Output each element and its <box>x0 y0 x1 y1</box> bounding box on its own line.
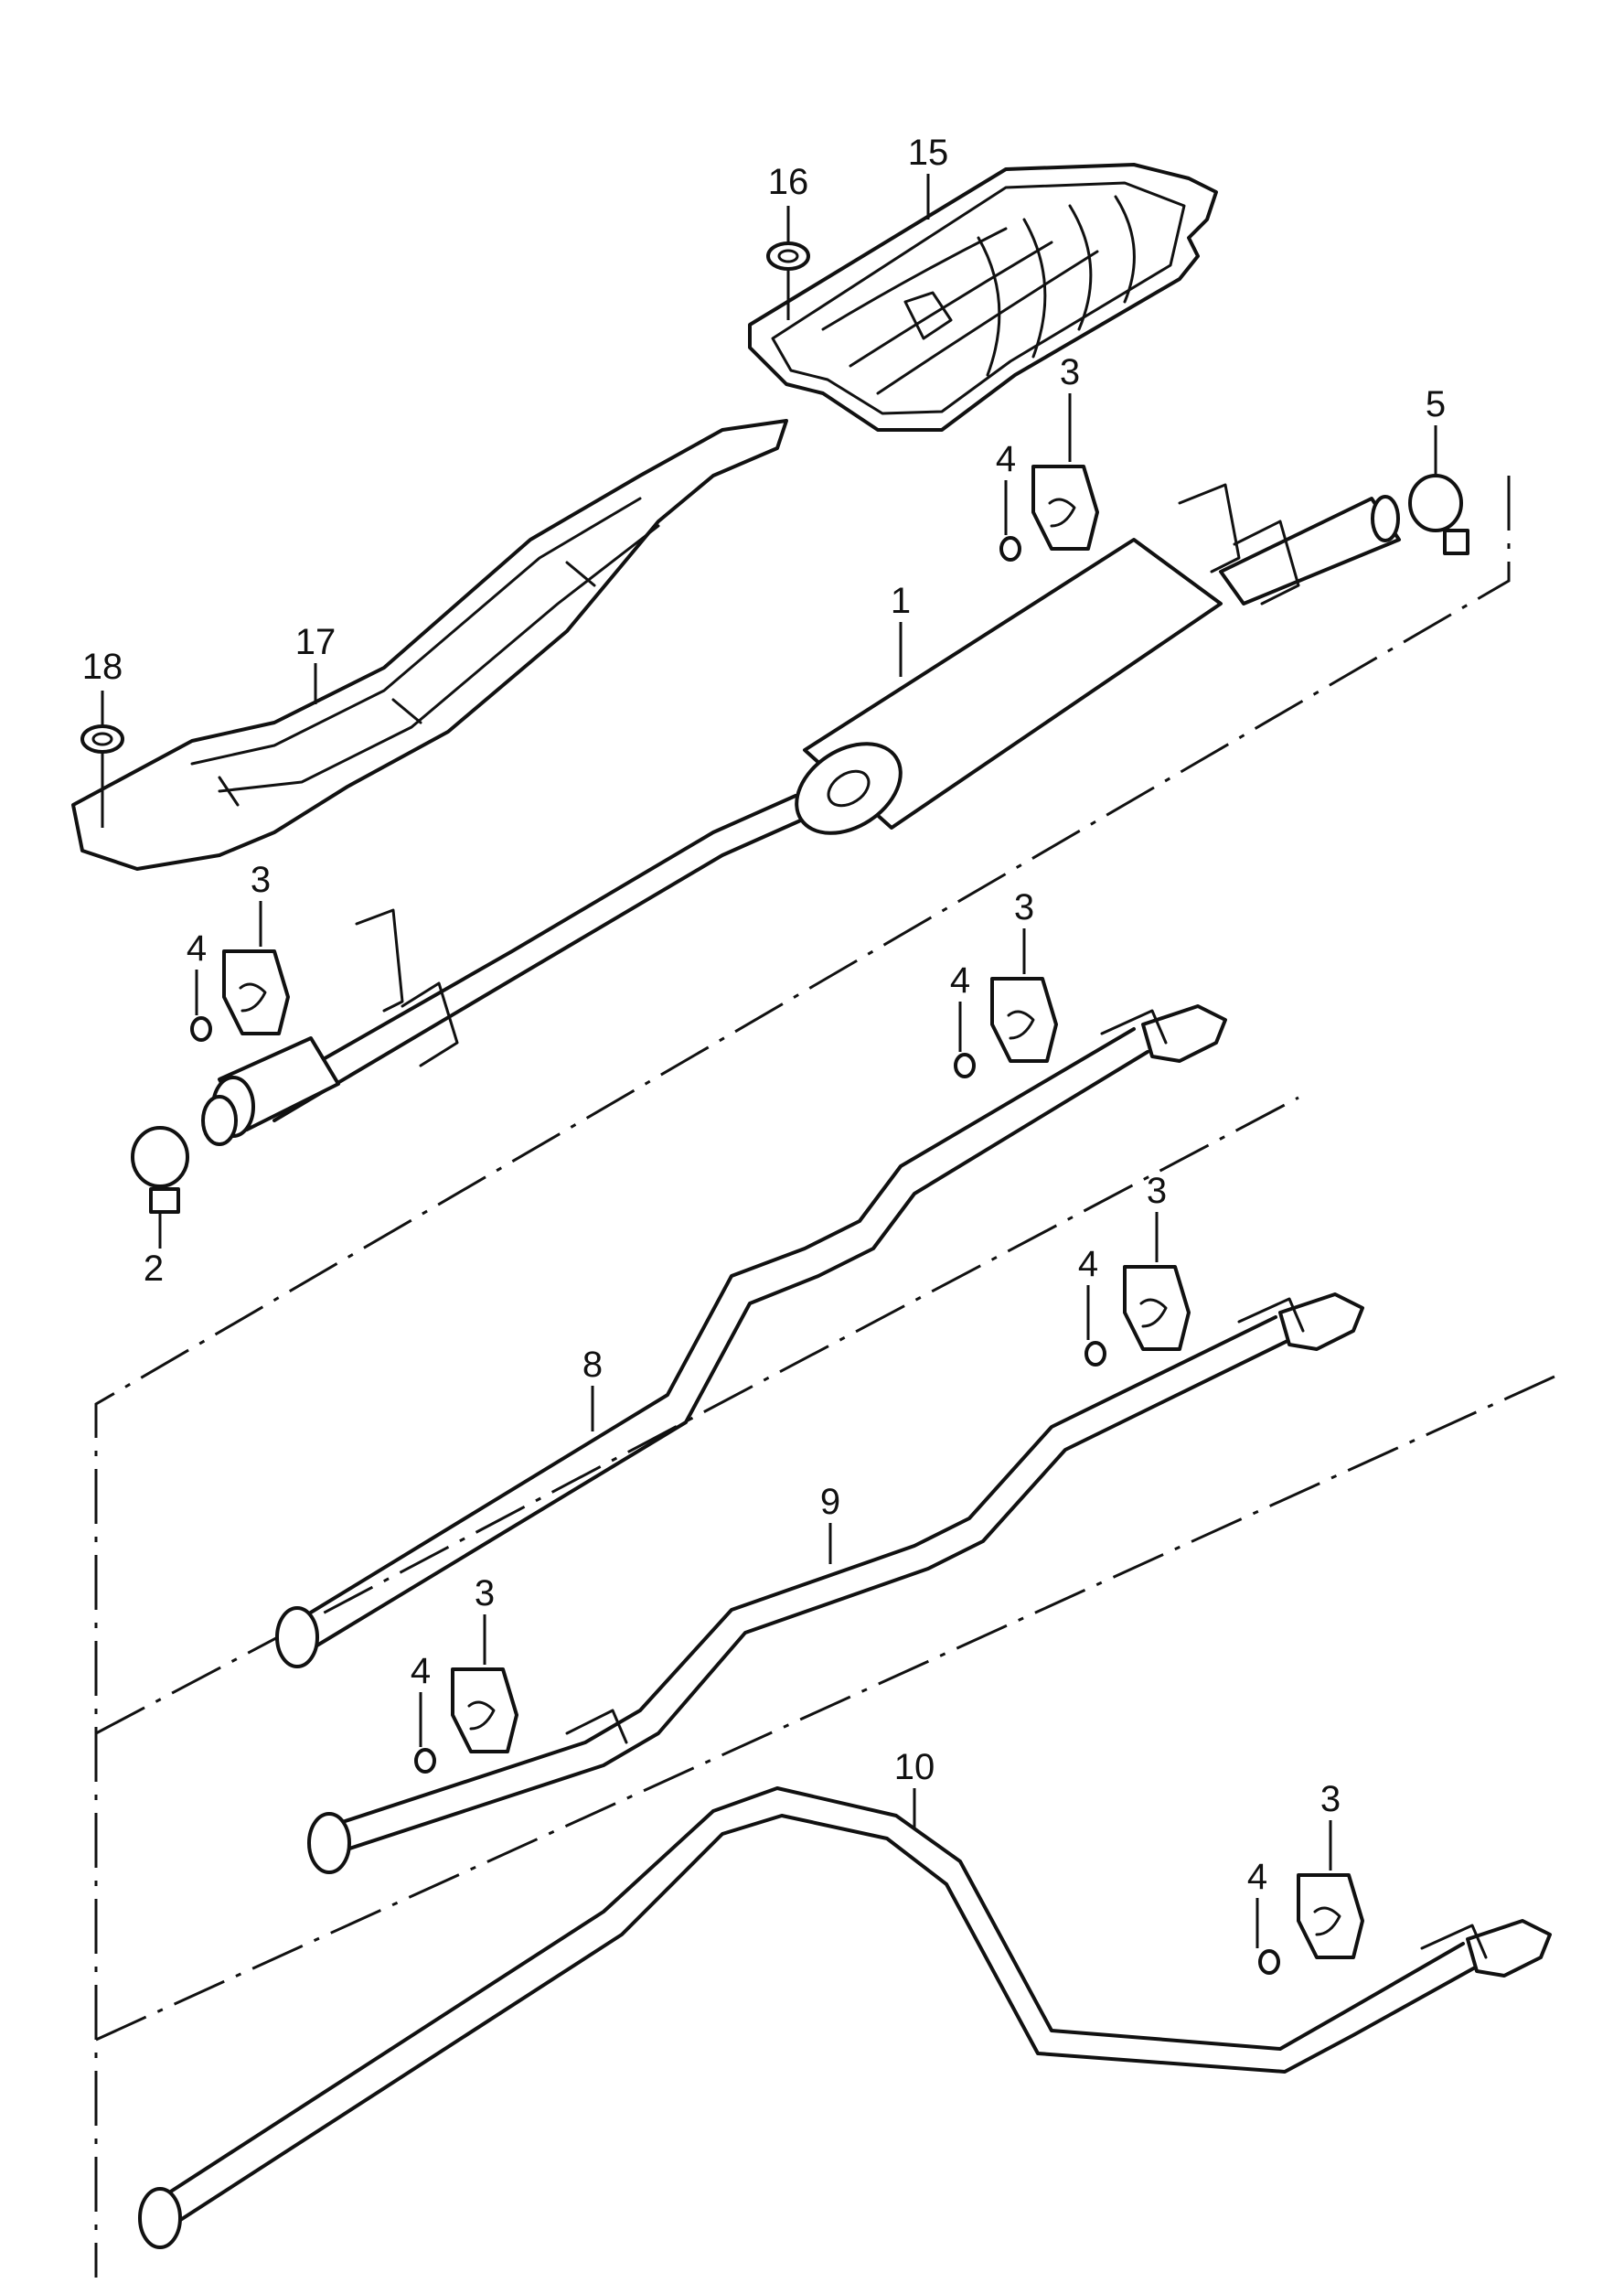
hanger-set-5 <box>414 1614 518 1774</box>
callout-3: 3 <box>1014 887 1034 927</box>
callout-17: 17 <box>295 622 337 662</box>
part-1-silencer-assembly <box>201 483 1401 1146</box>
callout-4: 4 <box>1078 1244 1098 1284</box>
callout-3: 3 <box>475 1573 495 1613</box>
part-8-tail-pipe <box>275 1004 1227 1668</box>
callout-5: 5 <box>1426 384 1446 424</box>
callout-4: 4 <box>187 928 207 969</box>
callout-2: 2 <box>144 1249 164 1289</box>
callout-9: 9 <box>820 1482 840 1522</box>
hanger-set-1 <box>999 393 1099 562</box>
part-2-clamp <box>131 1126 189 1249</box>
hanger-set-3 <box>954 928 1058 1078</box>
part-16-nut <box>766 206 810 320</box>
callout-labels: 15 16 3 5 4 1 18 17 3 4 3 4 2 3 4 8 9 3 … <box>82 133 1446 1897</box>
part-5-clamp <box>1408 425 1469 555</box>
callout-4: 4 <box>996 439 1016 479</box>
part-10-tail-pipe <box>138 1786 1552 2249</box>
callout-18: 18 <box>82 647 123 687</box>
callout-16: 16 <box>768 162 809 202</box>
callout-3: 3 <box>1147 1171 1167 1211</box>
part-9-tail-pipe <box>307 1292 1364 1874</box>
callout-15: 15 <box>908 133 949 173</box>
callout-3: 3 <box>1060 352 1080 392</box>
hanger-set-4 <box>1084 1212 1191 1367</box>
callout-1: 1 <box>891 581 911 621</box>
callout-3: 3 <box>251 860 271 900</box>
callout-8: 8 <box>582 1345 603 1385</box>
callout-10: 10 <box>894 1747 935 1787</box>
callout-3: 3 <box>1320 1779 1341 1819</box>
part-18-nut <box>80 691 124 828</box>
callout-4: 4 <box>950 960 970 1001</box>
part-17-heat-shield <box>71 419 788 871</box>
hanger-set-6 <box>1255 1820 1364 1975</box>
callout-4: 4 <box>1247 1857 1267 1897</box>
callout-4: 4 <box>411 1651 431 1691</box>
hanger-set-2 <box>190 901 290 1042</box>
part-15-heat-shield <box>748 163 1218 432</box>
